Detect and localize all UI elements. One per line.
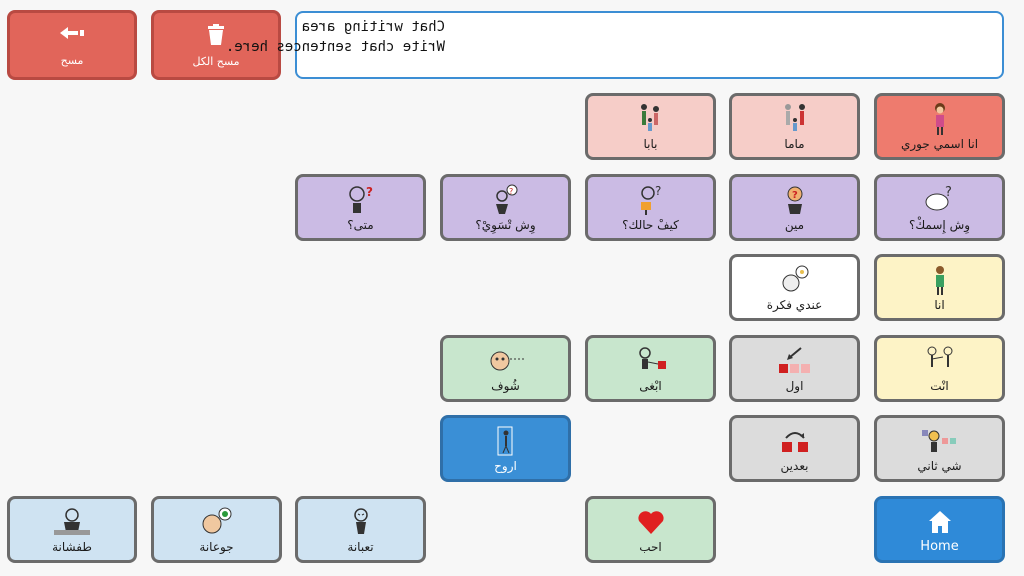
doing-question-icon: ? xyxy=(443,183,568,217)
svg-text:?: ? xyxy=(792,190,798,201)
tile-i-have-idea[interactable]: عندي فكرة xyxy=(729,254,860,321)
tile-how-are-you[interactable]: ? كيفْ حالك؟ xyxy=(585,174,716,241)
how-question-icon: ? xyxy=(588,183,713,217)
trash-icon xyxy=(206,23,226,50)
home-label: Home xyxy=(920,539,959,554)
when-question-icon: ? xyxy=(298,183,423,217)
tile-my-name[interactable]: انا اسمي جوري xyxy=(874,93,1005,160)
tile-label: انْت xyxy=(930,379,949,393)
home-icon xyxy=(877,505,1002,539)
tile-label: تعبانة xyxy=(347,540,374,554)
tile-label: ماما xyxy=(784,137,805,151)
something-else-icon xyxy=(877,424,1002,458)
tile-you[interactable]: انْت xyxy=(874,335,1005,402)
first-icon xyxy=(732,344,857,378)
tile-label: مين xyxy=(784,218,805,232)
clear-all-label: مسح الكل xyxy=(192,55,240,69)
message-bar[interactable]: Chat writing area Write chat sentences h… xyxy=(226,11,1004,79)
girl-icon xyxy=(877,102,1002,136)
tile-label: اول xyxy=(785,379,804,393)
tile-i[interactable]: انا xyxy=(874,254,1005,321)
tile-label: اروح xyxy=(494,459,517,473)
tile-first[interactable]: اول xyxy=(729,335,860,402)
svg-text:?: ? xyxy=(945,185,952,200)
bored-icon xyxy=(10,505,134,539)
tile-label: ابْغى xyxy=(639,379,662,393)
tile-label: متى؟ xyxy=(347,218,374,232)
tile-mama[interactable]: ماما xyxy=(729,93,860,160)
who-question-icon: ? xyxy=(732,183,857,217)
svg-text:?: ? xyxy=(366,185,373,199)
tile-when[interactable]: ? متى؟ xyxy=(295,174,426,241)
want-icon xyxy=(588,344,713,378)
clear-all-button[interactable]: مسح الكل xyxy=(151,10,281,80)
tired-icon xyxy=(298,505,423,539)
svg-text:?: ? xyxy=(509,187,513,196)
tile-label: طفشانة xyxy=(52,540,92,554)
tile-label: شي ثاني xyxy=(917,459,962,473)
look-icon xyxy=(443,344,568,378)
later-icon xyxy=(732,424,857,458)
hungry-icon xyxy=(154,505,279,539)
tile-want[interactable]: ابْغى xyxy=(585,335,716,402)
tile-something-else[interactable]: شي ثاني xyxy=(874,415,1005,482)
tile-love[interactable]: احب xyxy=(585,496,716,563)
tile-who[interactable]: ? مين xyxy=(729,174,860,241)
tile-label: بعدين xyxy=(780,459,809,473)
heart-icon xyxy=(588,505,713,539)
tile-later[interactable]: بعدين xyxy=(729,415,860,482)
backspace-icon xyxy=(58,25,86,45)
tile-see[interactable]: شُوف xyxy=(440,335,571,402)
me-icon xyxy=(877,263,1002,297)
tile-what-doing[interactable]: ? وِش تْسَوِيْ؟ xyxy=(440,174,571,241)
delete-button[interactable]: مسح xyxy=(7,10,137,80)
family-icon xyxy=(588,102,713,136)
family-icon xyxy=(732,102,857,136)
tile-label: انا xyxy=(934,298,945,312)
tile-label: وِش تْسَوِيْ؟ xyxy=(475,218,536,232)
tile-hungry[interactable]: جوعانة xyxy=(151,496,282,563)
tile-label: شُوف xyxy=(491,379,520,393)
tile-tired[interactable]: تعبانة xyxy=(295,496,426,563)
delete-label: مسح xyxy=(60,53,84,67)
tile-label: انا اسمي جوري xyxy=(900,137,979,151)
message-line-1: Chat writing area xyxy=(301,19,445,35)
tile-whats-your-name[interactable]: ? وِش إِسمكْ؟ xyxy=(874,174,1005,241)
idea-icon xyxy=(732,263,857,297)
tile-baba[interactable]: بابا xyxy=(585,93,716,160)
tile-label: كيفْ حالك؟ xyxy=(622,218,679,232)
tile-go[interactable]: اروح xyxy=(440,415,571,482)
message-line-2: Write chat sentences here. xyxy=(225,39,445,55)
tile-label: وِش إِسمكْ؟ xyxy=(908,218,971,232)
tile-label: احب xyxy=(639,540,662,554)
svg-text:?: ? xyxy=(655,184,661,198)
tile-label: عندي فكرة xyxy=(766,298,823,312)
go-door-icon xyxy=(443,424,568,458)
home-button[interactable]: Home xyxy=(874,496,1005,563)
name-question-icon: ? xyxy=(877,183,1002,217)
tile-label: جوعانة xyxy=(199,540,234,554)
tile-label: بابا xyxy=(643,137,658,151)
tile-bored[interactable]: طفشانة xyxy=(7,496,137,563)
you-icon xyxy=(877,344,1002,378)
